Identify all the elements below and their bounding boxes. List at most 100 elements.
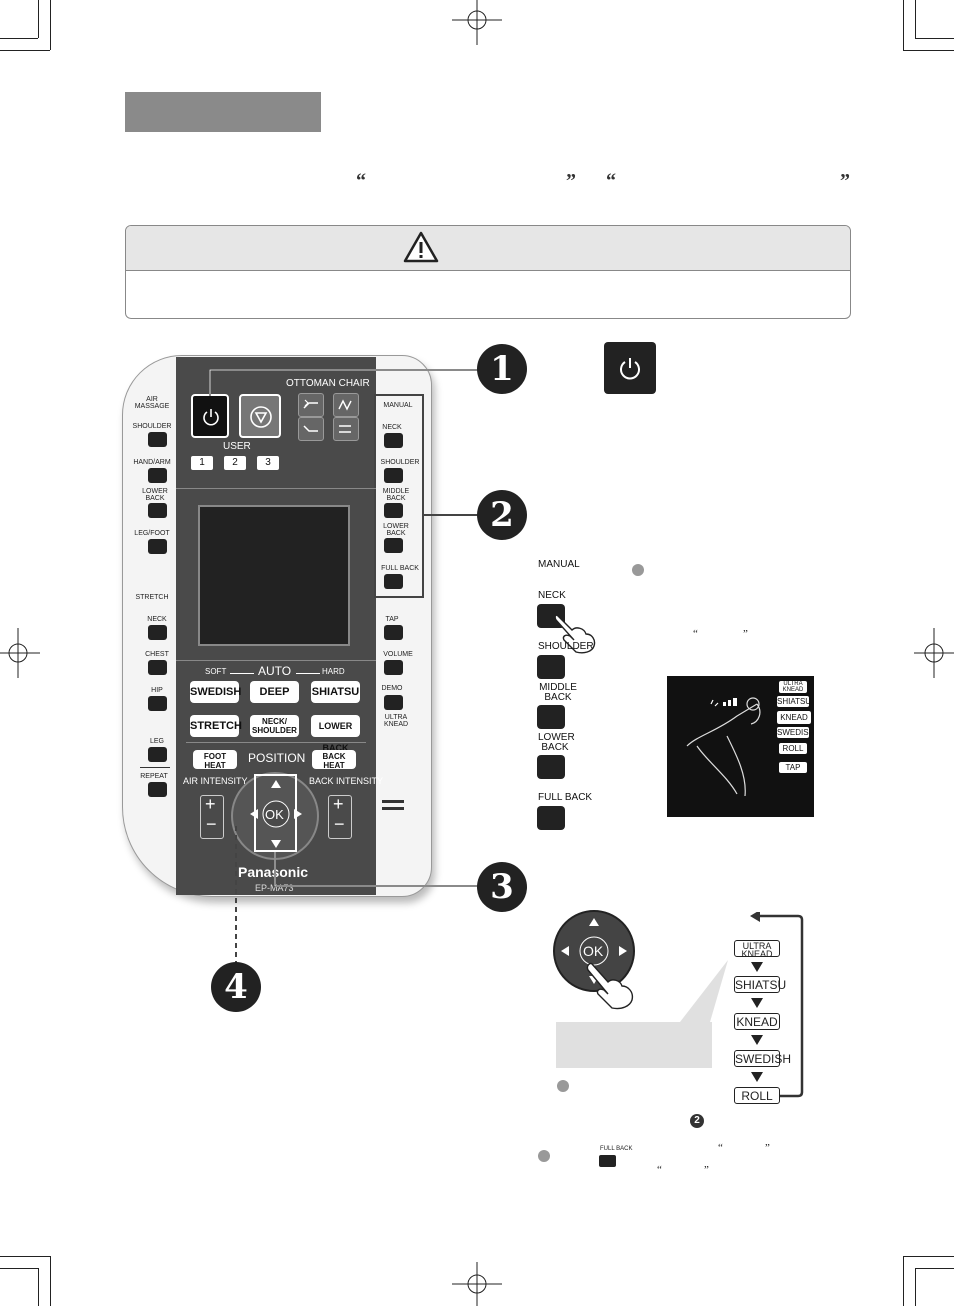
- bar-mark: [382, 800, 404, 803]
- air-intensity-plus[interactable]: +: [205, 794, 216, 814]
- auto-lower-back-button[interactable]: LOWER BACK: [311, 715, 360, 753]
- ottoman-up-button[interactable]: [298, 393, 324, 417]
- screen-ultra-knead: ULTRA KNEAD: [779, 681, 807, 693]
- mode-roll: ROLL: [734, 1087, 780, 1104]
- down-arrow-icon: [751, 962, 763, 972]
- demo-button[interactable]: [384, 695, 403, 710]
- display-screen-illustration: ULTRA KNEAD SHIATSU KNEAD SWEDISH ROLL T…: [667, 676, 814, 817]
- back-intensity-plus[interactable]: +: [333, 794, 344, 814]
- auto-shiatsu-button[interactable]: SHIATSU: [311, 681, 360, 703]
- hand-arm-label: HAND/ARM: [133, 459, 171, 466]
- note-bullet: [557, 1080, 569, 1092]
- stretch-leg-button[interactable]: [148, 747, 167, 762]
- quote-close: ”: [765, 1142, 770, 1154]
- quote-close: ”: [566, 170, 576, 192]
- registration-mark-bottom: [452, 1262, 502, 1306]
- chair-up-button[interactable]: [333, 393, 359, 417]
- stop-button[interactable]: [239, 394, 281, 438]
- screen-swedish: SWEDISH: [777, 727, 815, 738]
- quote-close: ”: [704, 1164, 709, 1176]
- auto-deep-button[interactable]: DEEP: [250, 681, 299, 703]
- arrow-line: [230, 673, 254, 674]
- user-3-button[interactable]: 3: [257, 456, 279, 470]
- air-shoulder-button[interactable]: [148, 432, 167, 447]
- user-1-button[interactable]: 1: [191, 456, 213, 470]
- auto-stretch-button[interactable]: STRETCH: [190, 715, 242, 737]
- neck-label: NECK: [382, 424, 402, 431]
- recline-down-icon: [339, 425, 351, 433]
- auto-neck-shoulder-button[interactable]: NECK/ SHOULDER: [250, 715, 299, 737]
- recline-up-icon: [338, 399, 352, 411]
- power-button[interactable]: [191, 394, 229, 438]
- lower-back-label: LOWER BACK: [142, 488, 168, 502]
- foot-heat-button[interactable]: FOOT HEAT: [193, 750, 237, 770]
- ultra-knead-label: ULTRA KNEAD: [383, 714, 409, 728]
- stretch-hip-button[interactable]: [148, 696, 167, 711]
- pointing-hand-icon: [554, 614, 596, 654]
- mode-ultra-knead: ULTRA KNEAD: [734, 940, 780, 959]
- ottoman-chair-label: OTTOMAN CHAIR: [286, 378, 370, 389]
- full-back-small-button: [599, 1155, 616, 1167]
- quote-close: ”: [840, 170, 850, 192]
- air-leg-foot-button[interactable]: [148, 539, 167, 554]
- stretch-neck-button[interactable]: [148, 625, 167, 640]
- auto-swedish-button[interactable]: SWEDISH: [190, 681, 241, 703]
- air-lower-back-button[interactable]: [148, 503, 167, 518]
- down-arrow-icon: [751, 1035, 763, 1045]
- model-label: EP-MA73: [255, 883, 294, 893]
- ottoman-down-button[interactable]: [298, 417, 324, 441]
- chair-down-button[interactable]: [333, 417, 359, 441]
- step2-shoulder-button[interactable]: [537, 655, 565, 679]
- full-back-button[interactable]: [384, 574, 403, 589]
- step2-full-back-button[interactable]: [537, 806, 565, 830]
- ok-button[interactable]: OK: [265, 807, 284, 822]
- section-header-bar: [125, 92, 321, 132]
- registration-mark-right: [914, 628, 954, 678]
- step-4-marker: 4: [211, 962, 261, 1012]
- lower-back-button[interactable]: [384, 538, 403, 553]
- note-grey-box: [556, 1022, 712, 1068]
- repeat-label: REPEAT: [140, 773, 168, 780]
- brand-logo: Panasonic: [238, 864, 309, 880]
- position-label: POSITION: [248, 751, 306, 765]
- mode-swedish: SWEDISH: [734, 1050, 792, 1067]
- divider: [186, 742, 366, 743]
- air-intensity-control: + −: [200, 794, 224, 839]
- quote-open: “: [693, 628, 698, 640]
- step1-power-button-illustration: [604, 342, 656, 394]
- step2-manual-label: MANUAL: [538, 559, 580, 570]
- step2-lower-back-button[interactable]: [537, 755, 565, 779]
- stop-icon: [250, 406, 272, 428]
- step2-lower-back-label: LOWER BACK: [538, 732, 575, 753]
- step3-ok-label: OK: [583, 943, 604, 959]
- shoulder-button[interactable]: [384, 468, 403, 483]
- back-intensity-label: BACK INTENSITY: [309, 776, 384, 786]
- caution-header: [126, 226, 850, 271]
- warning-icon: [403, 231, 439, 263]
- quote-close: ”: [743, 628, 748, 640]
- divider: [176, 660, 376, 661]
- back-intensity-control: + −: [328, 794, 352, 839]
- power-icon: [203, 409, 219, 426]
- user-2-button[interactable]: 2: [224, 456, 246, 470]
- volume-label: VOLUME: [383, 651, 413, 658]
- back-heat-button[interactable]: BACK HEAT: [312, 750, 356, 770]
- remote-display-screen: [198, 505, 350, 646]
- step-1-marker: 1: [477, 344, 527, 394]
- back-intensity-minus[interactable]: −: [334, 814, 345, 834]
- step-2-ref-marker: 2: [690, 1114, 704, 1128]
- air-intensity-minus[interactable]: −: [206, 814, 217, 834]
- mode-shiatsu: SHIATSU: [734, 976, 787, 993]
- air-hand-arm-button[interactable]: [148, 468, 167, 483]
- volume-button[interactable]: [384, 660, 403, 675]
- step2-middle-back-button[interactable]: [537, 705, 565, 729]
- reclined-person-icon: [686, 697, 761, 797]
- tap-label: TAP: [385, 616, 399, 623]
- stretch-chest-button[interactable]: [148, 660, 167, 675]
- neck-button[interactable]: [384, 433, 403, 448]
- air-intensity-label: AIR INTENSITY: [183, 776, 248, 786]
- middle-back-button[interactable]: [384, 503, 403, 518]
- tap-button[interactable]: [384, 625, 403, 640]
- repeat-button[interactable]: [148, 782, 167, 797]
- screen-tap: TAP: [779, 762, 807, 773]
